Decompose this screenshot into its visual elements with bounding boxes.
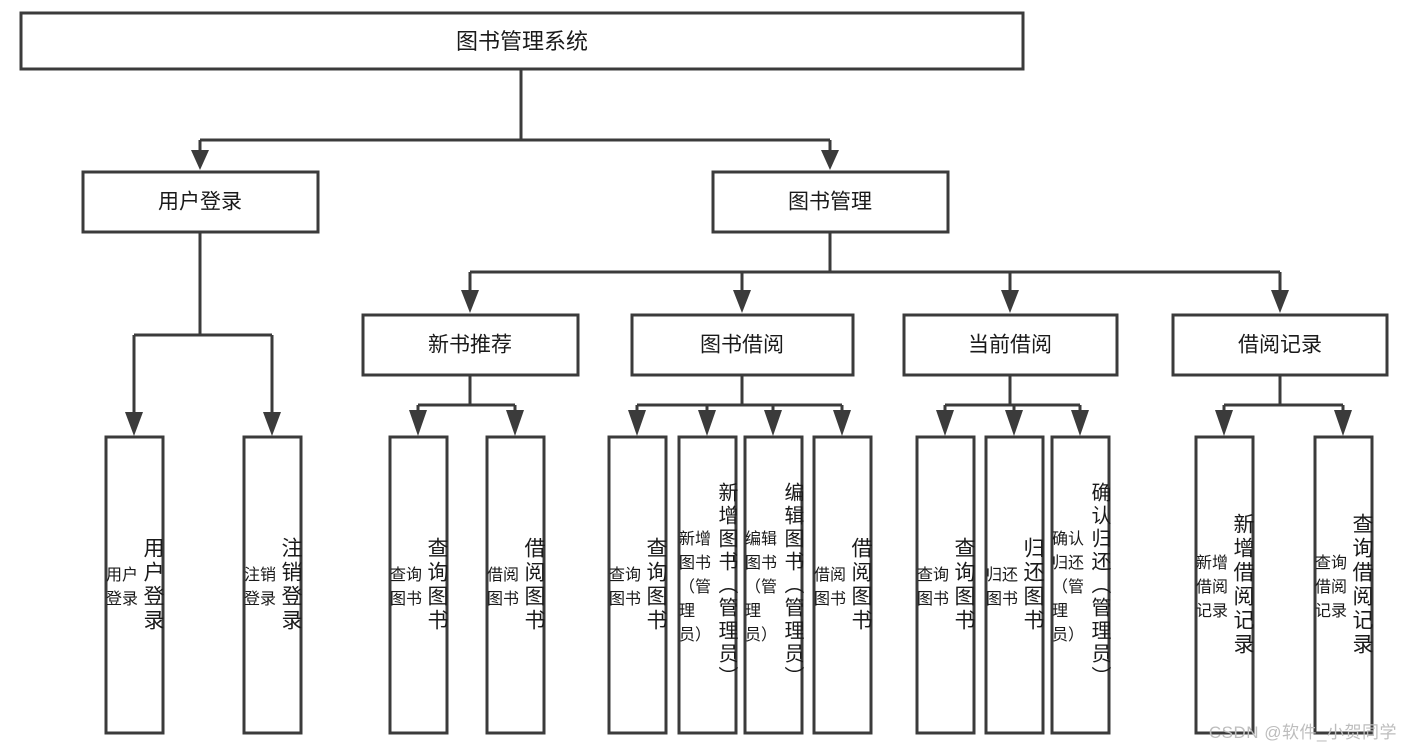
- arrow-head-bb-add: [698, 410, 716, 436]
- leaf-logout-login[interactable]: [242, 435, 303, 735]
- node-new-book-recommend-label: 新书推荐: [428, 334, 512, 357]
- arrow-head-book-borrow: [733, 290, 751, 313]
- node-user-login-label: 用户登录: [158, 191, 242, 214]
- node-borrow-record-label: 借阅记录: [1238, 334, 1322, 357]
- node-book-management-label: 图书管理: [788, 191, 872, 214]
- node-book-borrow-box[interactable]: [630, 313, 855, 377]
- arrow-head-br-add: [1215, 410, 1233, 436]
- node-borrow-record[interactable]: 借阅记录: [1171, 313, 1389, 377]
- arrow-head-bb-borrow: [833, 410, 851, 436]
- leaf-bb-borrow-book[interactable]: [812, 435, 873, 735]
- node-book-management[interactable]: 图书管理: [711, 170, 950, 234]
- leaf-br-add-record-box[interactable]: [1194, 435, 1255, 735]
- arrow-head-bb-query: [628, 410, 646, 436]
- leaf-cb-return-book[interactable]: [984, 435, 1045, 735]
- arrow-head-user-login: [191, 150, 209, 170]
- node-current-borrow[interactable]: 当前借阅: [902, 313, 1119, 377]
- leaf-bb-borrow-book-box[interactable]: [812, 435, 873, 735]
- leaf-br-query-record-box[interactable]: [1313, 435, 1374, 735]
- node-root[interactable]: 图书管理系统: [19, 11, 1025, 71]
- node-current-borrow-box[interactable]: [902, 313, 1119, 377]
- arrow-head-br-query: [1334, 410, 1352, 436]
- leaf-cb-confirm-return-box[interactable]: [1050, 435, 1111, 735]
- connectors-group: [125, 69, 1352, 436]
- leaf-br-add-record[interactable]: [1194, 435, 1255, 735]
- leaf-bb-edit-book[interactable]: [743, 435, 804, 735]
- leaf-nb-query-book[interactable]: [388, 435, 449, 735]
- node-root-label: 图书管理系统: [456, 29, 588, 54]
- node-book-borrow-label: 图书借阅: [700, 334, 784, 357]
- leaf-cb-return-book-box[interactable]: [984, 435, 1045, 735]
- node-user-login-box[interactable]: [81, 170, 320, 234]
- leaf-bb-query-book-box[interactable]: [607, 435, 668, 735]
- arrow-head-borrow-record: [1271, 290, 1289, 313]
- leaf-cb-query-book-box[interactable]: [915, 435, 976, 735]
- leaf-cb-confirm-return[interactable]: [1050, 435, 1111, 735]
- leaf-bb-query-book[interactable]: [607, 435, 668, 735]
- arrow-head-new-book: [461, 290, 479, 313]
- arrow-head-cb-confirm: [1071, 410, 1089, 436]
- leaf-bb-add-book-box[interactable]: [677, 435, 738, 735]
- node-borrow-record-box[interactable]: [1171, 313, 1389, 377]
- arrow-head-bb-edit: [764, 410, 782, 436]
- leaf-br-query-record[interactable]: [1313, 435, 1374, 735]
- leaf-cb-query-book[interactable]: [915, 435, 976, 735]
- arrow-head-cb-return: [1005, 410, 1023, 436]
- leaf-user-login[interactable]: [104, 435, 165, 735]
- arrow-head-cb-query: [936, 410, 954, 436]
- leaf-bb-add-book[interactable]: [677, 435, 738, 735]
- arrow-head-leaf-logout: [263, 412, 281, 436]
- arrow-head-current-borrow: [1001, 290, 1019, 313]
- arrow-head-nb-query: [409, 410, 427, 436]
- leaf-nb-query-book-box[interactable]: [388, 435, 449, 735]
- node-root-box[interactable]: [19, 11, 1025, 71]
- leaf-user-login-box[interactable]: [104, 435, 165, 735]
- node-current-borrow-label: 当前借阅: [968, 334, 1052, 357]
- node-new-book-recommend-box[interactable]: [361, 313, 580, 377]
- arrow-head-leaf-user-login: [125, 412, 143, 436]
- arrow-head-nb-borrow: [506, 410, 524, 436]
- node-user-login[interactable]: 用户登录: [81, 170, 320, 234]
- node-book-borrow[interactable]: 图书借阅: [630, 313, 855, 377]
- arrow-head-book-mgmt: [821, 150, 839, 170]
- node-new-book-recommend[interactable]: 新书推荐: [361, 313, 580, 377]
- leaf-nb-borrow-book-box[interactable]: [485, 435, 546, 735]
- csdn-watermark: CSDN @软件_小贺同学: [1208, 723, 1397, 742]
- leaf-nb-borrow-book[interactable]: [485, 435, 546, 735]
- leaf-logout-login-box[interactable]: [242, 435, 303, 735]
- leaf-bb-edit-book-box[interactable]: [743, 435, 804, 735]
- node-book-management-box[interactable]: [711, 170, 950, 234]
